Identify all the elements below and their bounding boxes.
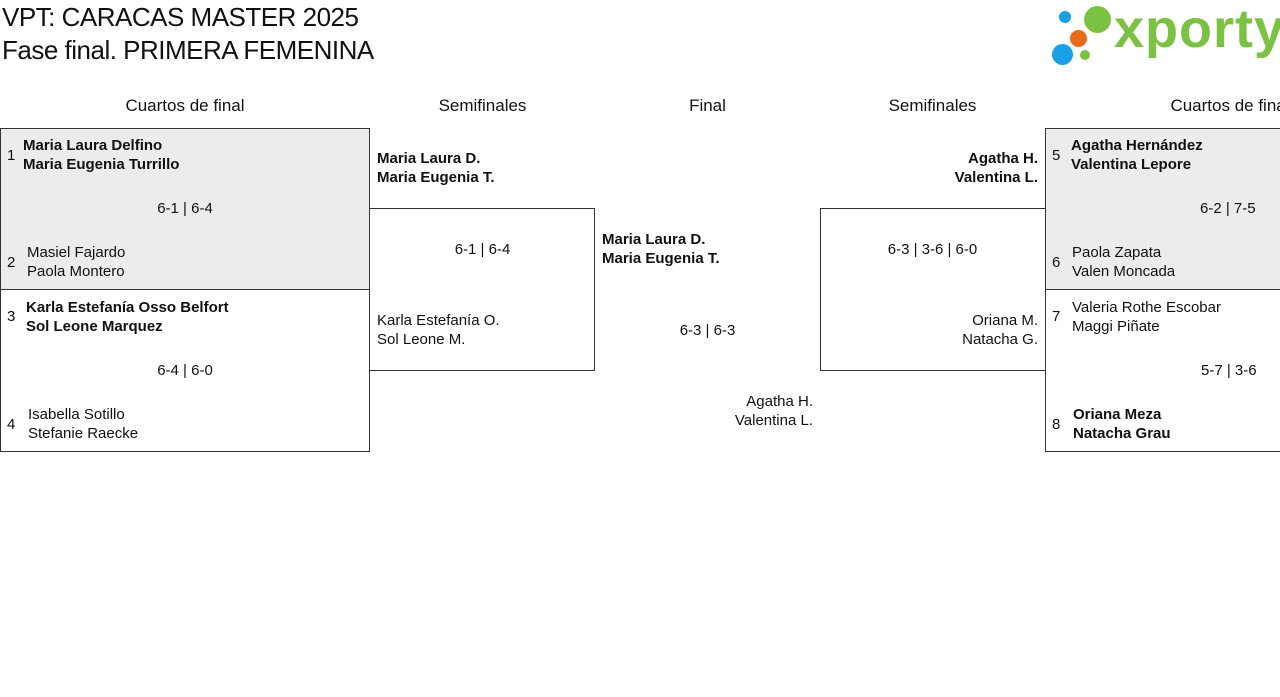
round-right-quarterfinals: Cuartos de final <box>1170 96 1280 115</box>
round-right-semifinals: Semifinales <box>888 96 977 115</box>
team-qf4-top-player1: Valeria Rothe Escobar <box>1072 299 1221 316</box>
logo-dot-blue <box>1059 11 1071 23</box>
seed-number: 6 <box>1052 254 1061 271</box>
seed-number: 4 <box>7 416 16 433</box>
score-qf2: 6-4 | 6-0 <box>157 362 213 379</box>
team-qf4-bottom-player1: Oriana Meza <box>1073 406 1162 423</box>
team-qf1-bottom-player1: Masiel Fajardo <box>27 244 126 261</box>
round-left-quarterfinals: Cuartos de final <box>125 96 245 115</box>
score-sf-right: 6-3 | 3-6 | 6-0 <box>887 241 978 258</box>
team-qf2-top-player2: Sol Leone Marquez <box>26 318 163 335</box>
seed-number: 8 <box>1052 416 1061 433</box>
team-qf3-bottom-player1: Paola Zapata <box>1072 244 1162 261</box>
logo-dot-orange <box>1070 30 1087 47</box>
seed-number: 2 <box>7 254 16 271</box>
seed-number: 5 <box>1052 147 1061 164</box>
score-sf-left: 6-1 | 6-4 <box>454 241 511 258</box>
team-sf-right-bottom-player2: Natacha G. <box>962 331 1038 348</box>
team-sf-right-top-player2: Valentina L. <box>954 169 1038 186</box>
team-final-bottom-player1: Agatha H. <box>746 393 813 410</box>
seed-number: 1 <box>7 147 16 164</box>
match-sf-left[interactable] <box>369 208 595 371</box>
team-qf3-bottom-player2: Valen Moncada <box>1072 263 1176 280</box>
team-qf4-top-player2: Maggi Piñate <box>1072 318 1160 335</box>
score-qf4: 5-7 | 3-6 <box>1201 362 1257 379</box>
score-qf3: 6-2 | 7-5 <box>1200 200 1256 217</box>
match-qf4[interactable] <box>1045 289 1280 452</box>
team-qf1-top-player2: Maria Eugenia Turrillo <box>23 156 180 173</box>
team-qf2-bottom-player1: Isabella Sotillo <box>28 406 125 423</box>
team-qf3-top-player1: Agatha Hernández <box>1071 137 1203 154</box>
match-qf1[interactable] <box>0 128 370 290</box>
page-title: VPT: CARACAS MASTER 2025 <box>2 2 359 32</box>
xporty-logo[interactable]: xporty <box>1050 0 1280 68</box>
team-sf-left-top-player2: Maria Eugenia T. <box>377 169 495 186</box>
round-left-semifinals: Semifinales <box>438 96 527 115</box>
match-sf-right[interactable] <box>820 208 1046 371</box>
team-sf-left-bottom-player2: Sol Leone M. <box>377 331 466 348</box>
team-final-top-player2: Maria Eugenia T. <box>602 250 720 267</box>
team-sf-left-top-player1: Maria Laura D. <box>377 150 481 167</box>
score-final: 6-3 | 6-3 <box>679 322 736 339</box>
team-qf1-bottom-player2: Paola Montero <box>27 263 125 280</box>
logo-wordmark: xporty <box>1114 0 1280 59</box>
team-sf-right-bottom-player1: Oriana M. <box>972 312 1038 329</box>
team-final-bottom-player2: Valentina L. <box>734 412 813 429</box>
team-qf4-bottom-player2: Natacha Grau <box>1073 425 1171 442</box>
team-sf-left-bottom-player1: Karla Estefanía O. <box>377 312 500 329</box>
page-subtitle: Fase final. PRIMERA FEMENINA <box>2 35 374 65</box>
team-sf-right-top-player1: Agatha H. <box>967 150 1038 167</box>
score-qf1: 6-1 | 6-4 <box>157 200 213 217</box>
logo-dot-blue-large <box>1052 44 1073 65</box>
team-qf2-bottom-player2: Stefanie Raecke <box>28 425 139 442</box>
seed-number: 7 <box>1052 308 1061 325</box>
logo-dot-green <box>1084 6 1111 33</box>
seed-number: 3 <box>7 308 16 325</box>
round-final: Final <box>689 96 726 115</box>
team-qf3-top-player2: Valentina Lepore <box>1071 156 1192 173</box>
team-qf1-top-player1: Maria Laura Delfino <box>23 137 163 154</box>
team-final-top-player1: Maria Laura D. <box>602 231 706 248</box>
team-qf2-top-player1: Karla Estefanía Osso Belfort <box>26 299 229 316</box>
logo-dot-green-small <box>1080 50 1090 60</box>
